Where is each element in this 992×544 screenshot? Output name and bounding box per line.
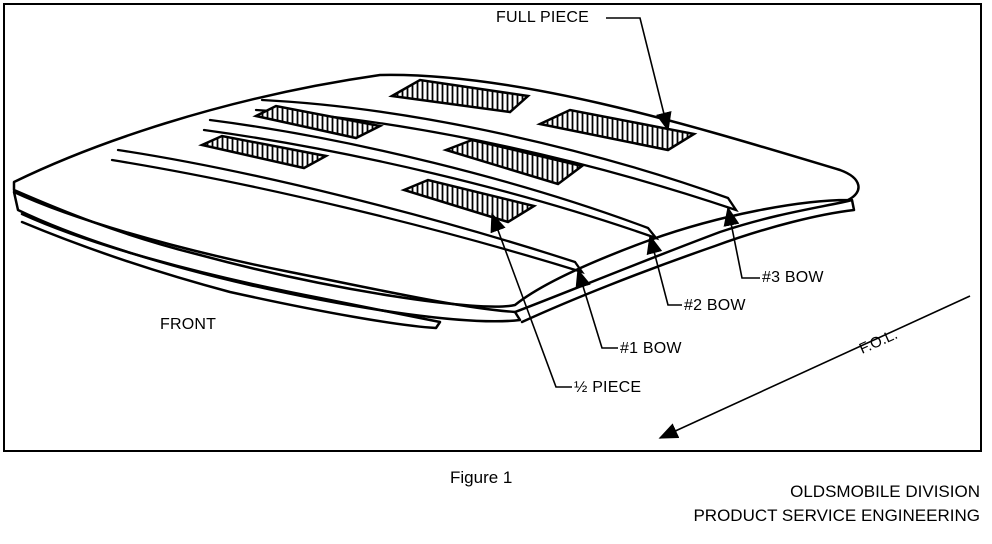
label-full-piece: FULL PIECE [496, 9, 589, 26]
cutout-1 [388, 78, 531, 114]
cutout-2 [252, 104, 384, 140]
label-bow2: #2 BOW [684, 297, 746, 314]
label-bow1: #1 BOW [620, 340, 682, 357]
leader-bow1 [575, 268, 618, 349]
credit-line-1: OLDSMOBILE DIVISION [790, 482, 980, 501]
figure-caption: Figure 1 [450, 468, 513, 487]
side-flange [513, 198, 856, 324]
label-bow3: #3 BOW [762, 269, 824, 286]
front-flange [12, 190, 522, 323]
roof-outline [12, 73, 860, 308]
leader-half-piece [490, 212, 572, 388]
figure-frame [3, 3, 982, 452]
leader-bow3 [723, 206, 760, 279]
bow-2 [202, 118, 660, 241]
label-front: FRONT [160, 316, 217, 333]
front-flange-lower [20, 212, 442, 330]
label-half-piece: ½ PIECE [574, 379, 642, 396]
cutout-6 [400, 178, 538, 224]
cutout-5 [442, 138, 585, 186]
leader-bow2 [646, 234, 682, 306]
fol-arrow [658, 295, 971, 439]
credit-line-2: PRODUCT SERVICE ENGINEERING [693, 506, 980, 525]
cutout-4 [198, 134, 330, 170]
leader-full-piece [606, 17, 672, 132]
bow-1 [110, 148, 585, 275]
cutout-3 [536, 108, 698, 152]
fol-label: F.O.L. [857, 326, 900, 358]
